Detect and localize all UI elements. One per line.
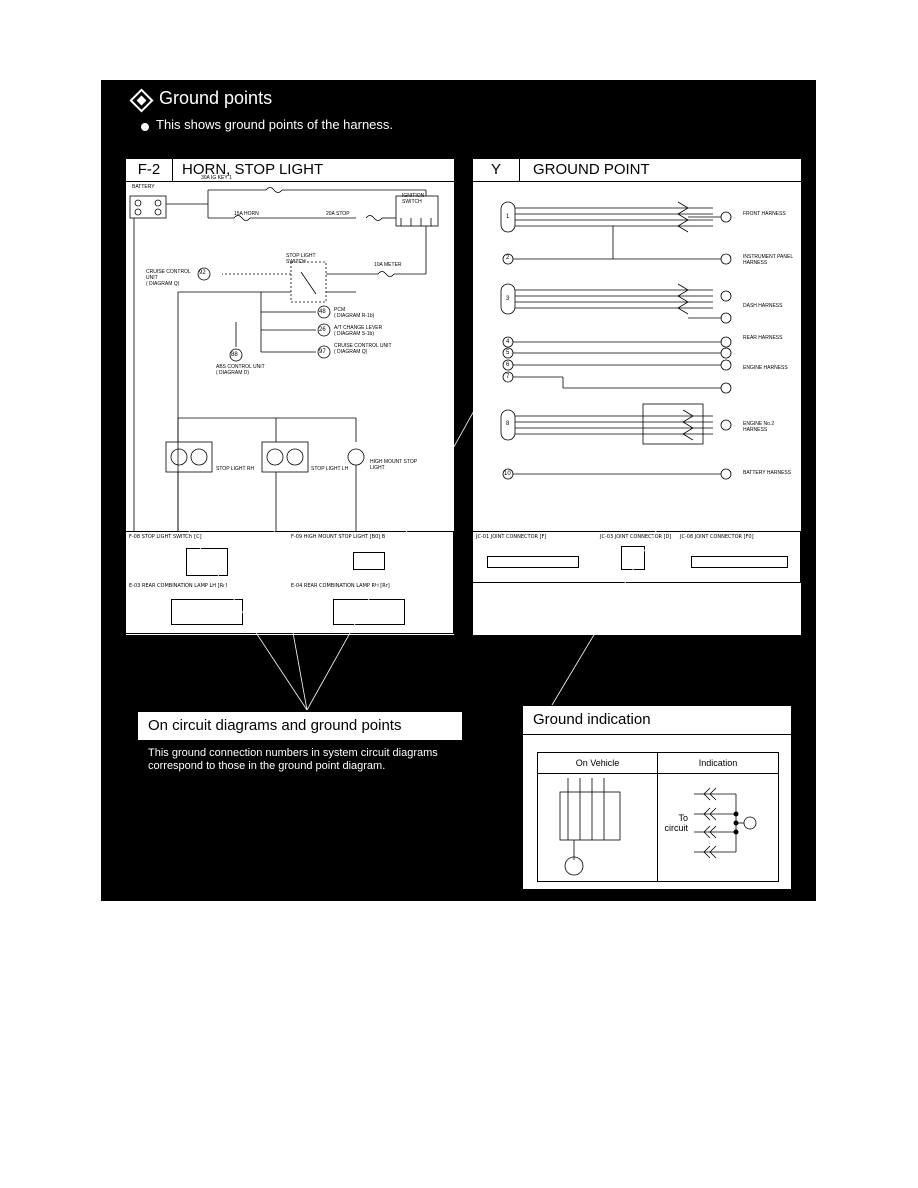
- ground-2-label: INSTRUMENT PANEL HARNESS: [743, 254, 793, 266]
- ground-point-diagram: [500, 201, 732, 480]
- cruise2-node: 97: [319, 349, 326, 355]
- ground-point-panel: Y GROUND POINT: [472, 158, 802, 636]
- connector-f09: F-09 HIGH MOUNT STOP LIGHT [B0] B: [288, 531, 454, 583]
- manual-page: Ground points This shows ground points o…: [101, 80, 816, 901]
- connector-jc01: JC-01 JOINT CONNECTOR [F]: [473, 531, 598, 583]
- connector-e04: E-04 REAR COMBINATION LAMP RH [Rr]: [288, 581, 454, 634]
- stop-light-switch-label: STOP LIGHT SWITCH: [286, 253, 316, 265]
- ground-2-num: 2: [506, 255, 510, 261]
- circuit-ground-callout: On circuit diagrams and ground points Th…: [137, 711, 463, 801]
- callout-title: On circuit diagrams and ground points: [138, 712, 462, 741]
- fuse-key-label: 30A IG KEY 1: [201, 175, 232, 181]
- col-on-vehicle: On Vehicle: [538, 753, 658, 774]
- ground-4-label: REAR HARNESS: [743, 335, 783, 341]
- connector-e03: E-03 REAR COMBINATION LAMP LH [Rr]: [126, 581, 289, 634]
- ground-1-label: FRONT HARNESS: [743, 211, 786, 217]
- ground-3-label: DASH HARNESS: [743, 303, 783, 309]
- ground-8-num: 8: [506, 421, 510, 427]
- pcm-node: 48: [319, 309, 326, 315]
- ground-1-num: 1: [506, 214, 510, 220]
- high-mount-label: HIGH MOUNT STOP LIGHT: [370, 459, 417, 471]
- abs-node: 88: [231, 352, 238, 358]
- panel-title: HORN, STOP LIGHT: [182, 161, 324, 178]
- stop-light-rh-label: STOP LIGHT RH: [216, 466, 255, 472]
- vehicle-ground-icon: [559, 778, 621, 876]
- callout-title: Ground indication: [523, 706, 791, 735]
- to-circuit-label: To circuit: [664, 813, 688, 833]
- col-indication: Indication: [658, 753, 778, 774]
- panel-header: F-2 HORN, STOP LIGHT: [126, 159, 454, 182]
- ground-6-label: ENGINE HARNESS: [743, 365, 788, 371]
- connector-jc08: JC-08 JOINT CONNECTOR [F0]: [677, 531, 801, 583]
- panel-code: F-2: [126, 159, 173, 181]
- fuse-stop-label: 20A STOP: [326, 211, 350, 217]
- ground-7-num: 7: [506, 374, 510, 380]
- indication-table: On Vehicle Indication To circuit: [537, 752, 779, 882]
- pcm-label: PCM( DIAGRAM R-1b): [334, 307, 375, 319]
- connector-jc03: JC-03 JOINT CONNECTOR [D]: [597, 531, 678, 583]
- connector-f08: F-08 STOP LIGHT SWITCH [C]: [126, 531, 289, 583]
- panel-code: Y: [473, 159, 520, 181]
- ground-8-label: ENGINE No.2 HARNESS: [743, 421, 775, 433]
- at-node: 26: [319, 327, 326, 333]
- ignition-switch-label: IGNITION SWITCH: [402, 193, 425, 205]
- panel-title: GROUND POINT: [533, 161, 650, 178]
- ground-4-num: 4: [506, 339, 510, 345]
- horn-stop-light-panel: F-2 HORN, STOP LIGHT: [125, 158, 455, 636]
- cruise2-label: CRUISE CONTROL UNIT( DIAGRAM Q): [334, 343, 392, 355]
- ground-10-num: 10: [504, 471, 511, 477]
- ground-indication-callout: Ground indication On Vehicle Indication …: [522, 705, 792, 890]
- abs-label: ABS CONTROL UNIT( DIAGRAM D): [216, 364, 265, 376]
- ground-6-num: 6: [506, 362, 510, 368]
- page-title: Ground points: [159, 88, 273, 108]
- cruise-node: 92: [199, 270, 206, 276]
- panel-header: Y GROUND POINT: [473, 159, 801, 182]
- at-label: A/T CHANGE LEVER( DIAGRAM S-1b): [334, 325, 383, 337]
- stop-light-lh-label: STOP LIGHT LH: [311, 466, 349, 472]
- horn-stop-light-circuit: [129, 187, 439, 534]
- bullet-icon: [141, 123, 149, 131]
- cruise-control-label: CRUISE CONTROL UNIT( DIAGRAM Q): [146, 269, 191, 287]
- fuse-horn-label: 15A HORN: [234, 211, 259, 217]
- battery-label: BATTERY: [132, 184, 155, 190]
- ground-5-num: 5: [506, 350, 510, 356]
- callout-body: This ground connection numbers in system…: [138, 741, 462, 800]
- fuse-meter-label: 10A METER: [374, 262, 402, 268]
- ground-10-label: BATTERY HARNESS: [743, 470, 792, 476]
- ground-3-num: 3: [506, 296, 510, 302]
- indication-icon: [694, 787, 757, 859]
- intro-text: This shows ground points of the harness.: [156, 117, 394, 132]
